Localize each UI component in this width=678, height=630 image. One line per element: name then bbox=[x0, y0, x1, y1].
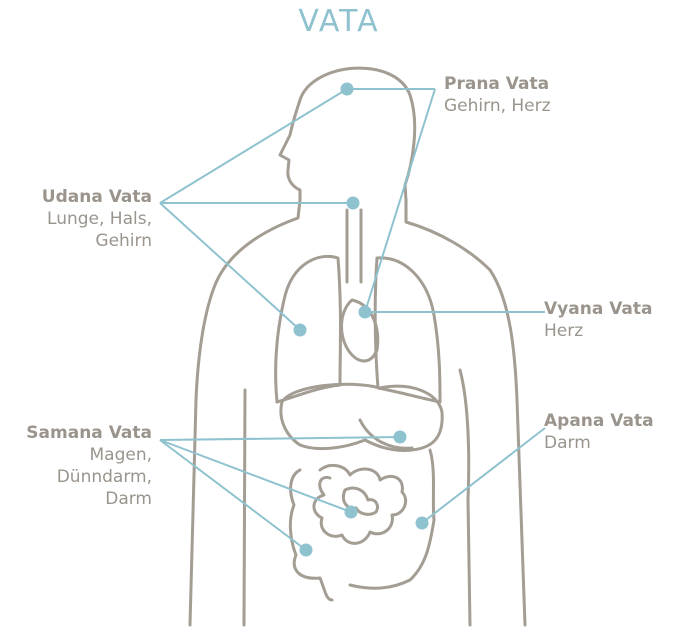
vyana-organs: Herz bbox=[544, 320, 653, 342]
samana-line-small-intestine bbox=[160, 440, 351, 512]
prana-line-heart bbox=[365, 89, 435, 312]
prana-name: Prana Vata bbox=[444, 73, 551, 95]
udana-name: Udana Vata bbox=[0, 186, 152, 208]
udana-organs-2: Gehirn bbox=[0, 230, 152, 252]
prana-organs: Gehirn, Herz bbox=[444, 95, 551, 117]
large-intestine bbox=[290, 450, 434, 600]
marker-udana-lung bbox=[294, 324, 307, 337]
samana-line-colon bbox=[160, 440, 306, 550]
marker-samana-colon bbox=[300, 544, 313, 557]
apana-organs: Darm bbox=[544, 432, 654, 454]
udana-line-head bbox=[160, 89, 347, 203]
small-intestine bbox=[314, 465, 406, 543]
arm-left-inner bbox=[244, 390, 245, 625]
label-vyana-vata: Vyana Vata Herz bbox=[544, 298, 653, 342]
vyana-name: Vyana Vata bbox=[544, 298, 653, 320]
marker-vyana-heart bbox=[359, 306, 372, 319]
udana-organs-1: Lunge, Hals, bbox=[0, 208, 152, 230]
left-lung bbox=[276, 256, 341, 402]
marker-prana-head bbox=[341, 83, 354, 96]
marker-samana-small-intestine bbox=[345, 506, 358, 519]
label-udana-vata: Udana Vata Lunge, Hals, Gehirn bbox=[0, 186, 152, 252]
marker-udana-throat bbox=[347, 197, 360, 210]
samana-organs-1: Magen, bbox=[0, 444, 152, 466]
marker-apana-colon bbox=[416, 517, 429, 530]
face-profile bbox=[215, 100, 300, 285]
samana-name: Samana Vata bbox=[0, 422, 152, 444]
right-lung bbox=[375, 258, 440, 402]
label-samana-vata: Samana Vata Magen, Dünndarm, Darm bbox=[0, 422, 152, 510]
label-apana-vata: Apana Vata Darm bbox=[544, 410, 654, 454]
arm-right-inner bbox=[460, 370, 470, 625]
marker-samana-stomach bbox=[394, 431, 407, 444]
samana-organs-2: Dünndarm, bbox=[0, 466, 152, 488]
samana-organs-3: Darm bbox=[0, 488, 152, 510]
apana-name: Apana Vata bbox=[544, 410, 654, 432]
trachea bbox=[347, 210, 361, 282]
udana-line-lung bbox=[160, 203, 300, 330]
label-prana-vata: Prana Vata Gehirn, Herz bbox=[444, 73, 551, 117]
apana-line bbox=[422, 428, 545, 523]
